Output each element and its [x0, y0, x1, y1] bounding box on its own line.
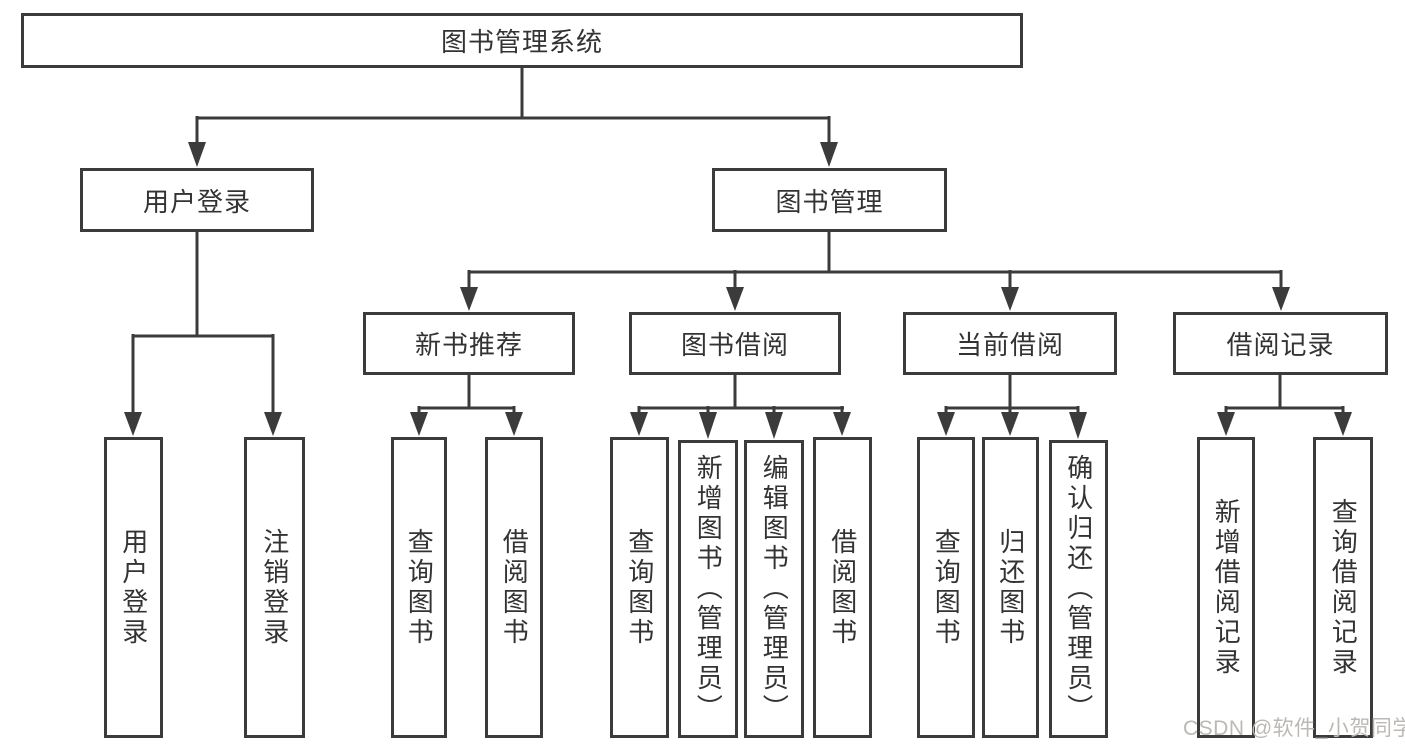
connector-borrow-record-split	[1224, 375, 1345, 417]
node-current-borrowing: 当前借阅	[903, 312, 1117, 375]
leaf-add-books-admin: 新增图书（管理员）	[678, 440, 738, 738]
arrowhead	[460, 287, 478, 311]
connector-new-book-split	[417, 375, 516, 417]
arrowhead	[124, 412, 142, 436]
arrowheads	[124, 142, 1352, 439]
connector-book-mgmt-split	[467, 232, 1283, 291]
arrowhead	[765, 412, 783, 439]
leaf-label: 编辑图书（管理员）	[759, 454, 790, 724]
arrowhead	[410, 412, 428, 436]
node-user-login: 用户登录	[80, 168, 314, 232]
node-borrowing-records: 借阅记录	[1173, 312, 1388, 375]
connector-current-borrow-split	[944, 375, 1080, 417]
csdn-watermark: CSDN @软件_小贺同学	[1183, 717, 1405, 740]
leaf-label: 注销登录	[259, 527, 290, 648]
arrowhead	[188, 142, 206, 167]
leaf-label: 借阅图书	[827, 527, 858, 648]
node-label: 新书推荐	[414, 330, 523, 360]
leaf-query-books: 查询图书	[610, 437, 669, 738]
node-label: 图书管理	[775, 186, 884, 217]
node-book-management: 图书管理	[712, 168, 947, 232]
leaf-label: 借阅图书	[499, 527, 530, 648]
arrowhead	[1217, 412, 1235, 436]
leaf-label: 查询图书	[404, 527, 435, 648]
leaf-label: 用户登录	[118, 527, 149, 648]
leaf-query-borrow-record: 查询借阅记录	[1313, 437, 1373, 738]
node-label: 用户登录	[142, 186, 251, 217]
leaf-label: 新增图书（管理员）	[693, 454, 724, 724]
connector-user-login-split	[131, 232, 275, 416]
leaf-return-books: 归还图书	[982, 437, 1039, 738]
node-library-management-system: 图书管理系统	[21, 13, 1023, 68]
arrowhead	[1001, 412, 1019, 436]
leaf-query-books: 查询图书	[917, 437, 975, 738]
leaf-label: 归还图书	[995, 527, 1026, 648]
leaf-add-borrow-record: 新增借阅记录	[1197, 437, 1255, 738]
arrowhead	[699, 412, 717, 439]
arrowhead	[1069, 412, 1087, 439]
leaf-borrow-books: 借阅图书	[813, 437, 872, 738]
node-label: 图书管理系统	[440, 27, 603, 57]
leaf-logout: 注销登录	[244, 437, 305, 738]
arrowhead	[264, 412, 282, 436]
leaf-label: 新增借阅记录	[1211, 497, 1242, 678]
leaf-label: 查询借阅记录	[1328, 497, 1359, 678]
leaf-borrow-books: 借阅图书	[485, 437, 543, 738]
node-label: 图书借阅	[680, 330, 789, 360]
leaf-query-books: 查询图书	[391, 437, 447, 738]
connector-root-to-level2	[195, 68, 831, 147]
node-label: 当前借阅	[955, 330, 1064, 360]
node-new-book-recommendation: 新书推荐	[363, 312, 575, 375]
arrowhead	[937, 412, 955, 436]
arrowhead	[1272, 287, 1290, 311]
leaf-edit-books-admin: 编辑图书（管理员）	[744, 440, 804, 738]
node-book-borrowing: 图书借阅	[629, 312, 841, 375]
leaf-confirm-return-admin: 确认归还（管理员）	[1049, 440, 1108, 738]
arrowhead	[833, 412, 851, 436]
leaf-label: 查询图书	[624, 527, 655, 648]
arrowhead	[505, 412, 523, 436]
connector-book-borrow-split	[637, 375, 844, 417]
arrowhead	[630, 412, 648, 436]
arrowhead	[726, 287, 744, 311]
arrowhead	[820, 142, 838, 167]
arrowhead	[1334, 412, 1352, 436]
arrowhead	[1001, 287, 1019, 311]
node-label: 借阅记录	[1226, 330, 1335, 360]
leaf-label: 确认归还（管理员）	[1063, 454, 1094, 724]
leaf-label: 查询图书	[931, 527, 962, 648]
leaf-user-login: 用户登录	[104, 437, 163, 738]
